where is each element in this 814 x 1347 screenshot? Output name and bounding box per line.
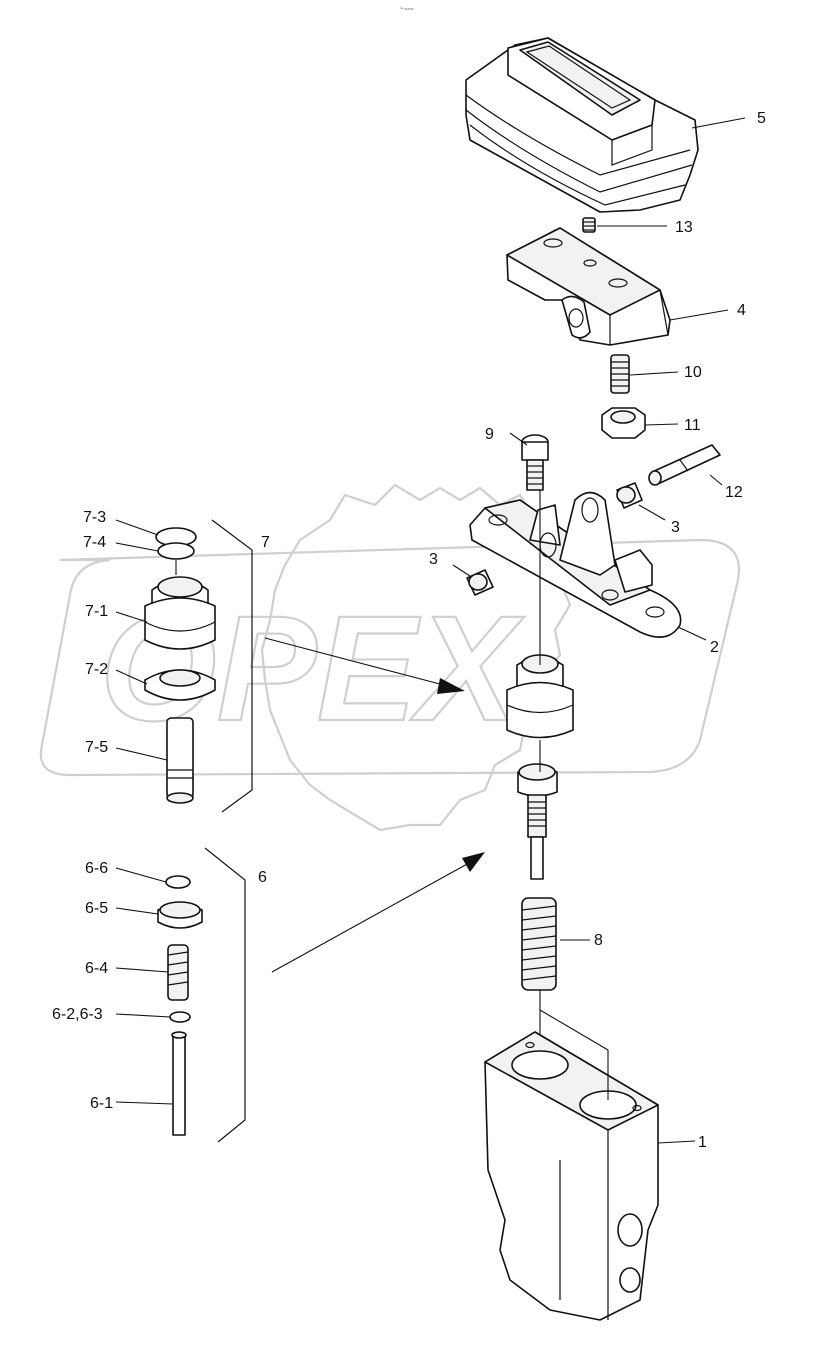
label-6-1: 6-1: [90, 1095, 113, 1112]
label-7: 7: [261, 534, 270, 551]
part-13-set-screw: [582, 217, 596, 233]
part-7-4-ring: [157, 542, 195, 560]
bracket-6: [204, 847, 246, 1143]
watermark-swoosh: [39, 538, 741, 777]
label-13: 13: [675, 219, 693, 236]
label-7-3: 7-3: [83, 509, 106, 526]
part-3-bushing-upper: [616, 482, 643, 509]
part-8-spring: [521, 897, 557, 991]
opex-watermark: OPEX: [39, 483, 741, 832]
label-7-4: 7-4: [83, 534, 106, 551]
part-6-exploded: [157, 875, 203, 1136]
label-8: 8: [594, 932, 603, 949]
label-3-lower: 3: [429, 551, 438, 568]
part-10-adjusting-screw: [610, 354, 630, 394]
label-3-upper: 3: [671, 519, 680, 536]
label-7-1: 7-1: [85, 603, 108, 620]
part-4-cam-block: [506, 227, 671, 346]
label-2: 2: [710, 639, 719, 656]
part-7-exploded: [144, 527, 216, 804]
part-12-pin: [648, 444, 721, 486]
part-6-1-rod: [172, 1034, 186, 1136]
label-6: 6: [258, 869, 267, 886]
label-6-4: 6-4: [85, 960, 108, 977]
assembly-arrow-lower: [271, 852, 485, 973]
part-2-plate: [469, 491, 682, 638]
label-6-6: 6-6: [85, 860, 108, 877]
part-11-nut: [601, 407, 646, 439]
label-7-5: 7-5: [85, 739, 108, 756]
label-1: 1: [698, 1134, 707, 1151]
bracket-7: [211, 519, 253, 813]
part-7-1-plunger: [144, 597, 216, 650]
label-6-2-6-3: 6-2,6-3: [52, 1006, 103, 1023]
part-3-bushing-lower: [466, 569, 494, 596]
part-6-spring-seat-assembly: [517, 763, 558, 880]
label-10: 10: [684, 364, 702, 381]
part-7-plunger-assembly: [506, 654, 574, 739]
part-7-5-sleeve: [166, 717, 194, 799]
part-5-boot: [465, 37, 699, 213]
part-6-6-clip: [165, 875, 191, 889]
header-mark: ⁴ₗ ₘₘₘ: [400, 6, 414, 12]
label-5: 5: [757, 110, 766, 127]
assembly-arrow-upper: [264, 637, 465, 694]
part-9-bolt: [521, 434, 549, 491]
label-9: 9: [485, 426, 494, 443]
label-11: 11: [684, 417, 701, 434]
part-6-2-washer: [169, 1011, 191, 1023]
part-1-valve-body: [484, 1031, 659, 1321]
label-12: 12: [725, 484, 743, 501]
label-4: 4: [737, 302, 746, 319]
label-6-5: 6-5: [85, 900, 108, 917]
label-7-2: 7-2: [85, 661, 108, 678]
